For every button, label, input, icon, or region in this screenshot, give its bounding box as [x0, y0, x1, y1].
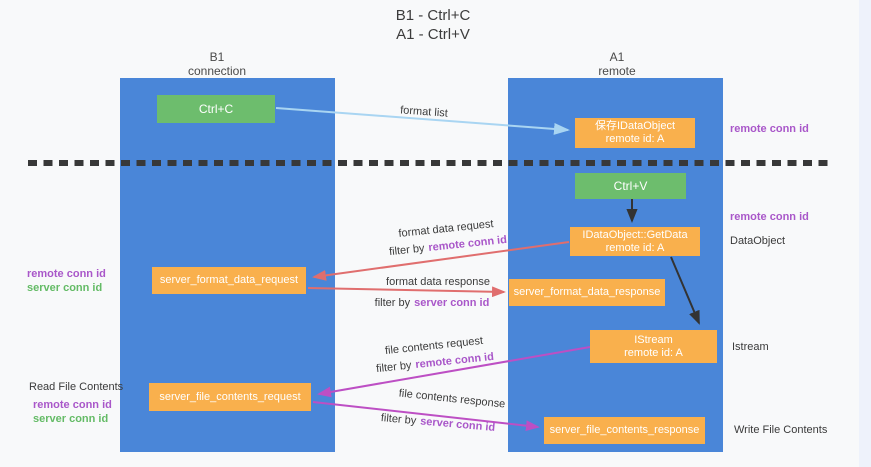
title-line-2: A1 - Ctrl+V [396, 26, 470, 43]
label-read-file-contents: Read File Contents [29, 381, 124, 393]
label-dataobject: DataObject [730, 235, 786, 247]
label-write-file-contents: Write File Contents [734, 424, 828, 436]
window-edge-strip [859, 0, 871, 467]
label-remote-conn-id-left-1: remote conn id [27, 268, 106, 280]
node-save-idataobject: 保存IDataObject remote id: A [575, 118, 695, 148]
arrow-format-data-request [312, 241, 570, 281]
label-remote-conn-id-right-1: remote conn id [730, 123, 809, 135]
column-header-a1: A1 remote [557, 50, 677, 78]
node-format-request-label: server_format_data_request [159, 274, 299, 286]
arrow-format-list [275, 107, 570, 135]
node-save-idataobject-line2: remote id: A [605, 133, 665, 145]
node-idataobject-getdata: IDataObject::GetData remote id: A [570, 227, 700, 256]
arrow-getdata-to-istream [670, 256, 700, 325]
node-format-response-label: server_format_data_response [513, 286, 661, 298]
label-server-conn-id-left-1: server conn id [27, 282, 103, 294]
node-istream-line1: IStream [634, 333, 673, 346]
server-conn-id-text: server conn id [414, 297, 490, 309]
title-line-1: B1 - Ctrl+C [395, 7, 471, 24]
node-server-format-data-response: server_format_data_response [509, 279, 665, 306]
node-istream-line2: remote id: A [624, 346, 683, 359]
node-server-file-contents-response: server_file_contents_response [544, 417, 705, 444]
column-a1-name: A1 [609, 50, 625, 64]
node-ctrl-c-label: Ctrl+C [198, 101, 234, 116]
arrow-file-contents-response [312, 401, 540, 432]
node-save-idataobject-line1: 保存IDataObject [594, 120, 676, 132]
node-file-response-label: server_file_contents_response [549, 424, 700, 436]
column-header-b1: B1 connection [157, 50, 277, 78]
node-ctrl-v: Ctrl+V [575, 173, 686, 199]
label-remote-conn-id-left-2: remote conn id [33, 399, 112, 411]
node-istream: IStream remote id: A [590, 330, 717, 363]
column-b1-subtitle: connection [187, 64, 247, 78]
label-server-conn-id-left-2: server conn id [33, 413, 109, 425]
node-server-file-contents-request: server_file_contents_request [149, 383, 311, 411]
node-getdata-line2: remote id: A [605, 241, 665, 254]
node-file-request-label: server_file_contents_request [159, 390, 301, 403]
diagram-title: B1 - Ctrl+C A1 - Ctrl+V [333, 6, 533, 44]
edge-label-format-data-response: format data response [386, 276, 490, 288]
label-remote-conn-id-right-2: remote conn id [730, 211, 809, 223]
node-ctrl-c: Ctrl+C [157, 95, 275, 123]
column-a1-subtitle: remote [598, 64, 636, 78]
filter-by-text: filter by [374, 297, 411, 309]
arrow-format-data-response [307, 286, 506, 298]
node-getdata-line1: IDataObject::GetData [582, 228, 688, 241]
label-istream: Istream [732, 341, 769, 353]
arrow-file-contents-request [317, 346, 591, 398]
node-server-format-data-request: server_format_data_request [152, 267, 306, 294]
node-ctrl-v-label: Ctrl+V [613, 178, 648, 193]
column-b1-name: B1 [209, 50, 225, 64]
